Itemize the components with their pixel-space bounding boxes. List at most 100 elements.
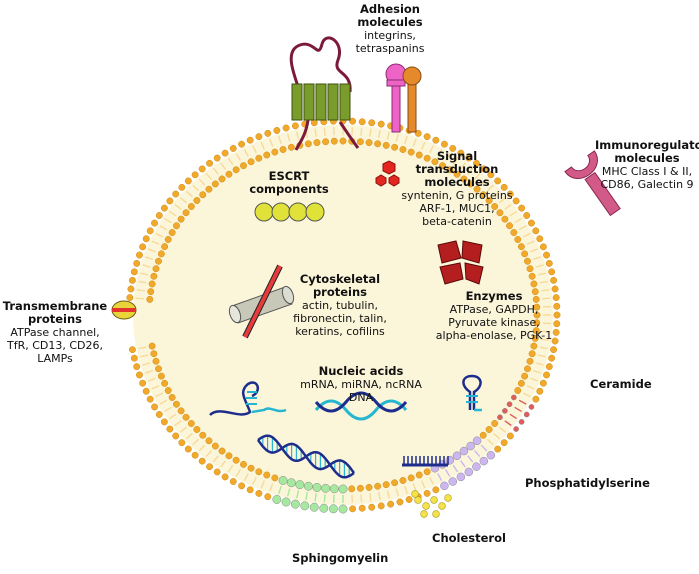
lipid-head-inner — [366, 484, 372, 490]
lipid-head-inner — [200, 192, 206, 198]
lipid-head-outer — [274, 127, 280, 133]
cytoskeletal-title: Cytoskeletal proteins — [295, 273, 385, 299]
enzymes-item: Pyruvate kinase, — [424, 316, 564, 329]
lipid-head-outer — [136, 372, 142, 378]
lipid-head-outer — [247, 487, 253, 493]
lipid-head-inner — [173, 401, 179, 407]
lipid-head-inner — [529, 273, 535, 279]
label-ceramide: Ceramide — [590, 377, 652, 391]
lipid-head-inner — [480, 432, 486, 438]
lipid-head-outer — [206, 160, 212, 166]
lipid-head-outer — [449, 478, 457, 486]
lipid-head-inner — [531, 343, 537, 349]
lipid-head-inner — [240, 461, 246, 467]
lipid-head-outer — [256, 490, 262, 496]
adhesion-item: tetraspanins — [320, 42, 460, 55]
lipid-head-outer — [222, 150, 228, 156]
immuno-title: Immunoregulatory molecules — [595, 139, 699, 165]
lipid-head-inner — [158, 373, 164, 379]
label-escrt-components: ESCRT components — [244, 170, 334, 196]
lipid-head-outer — [311, 120, 317, 126]
lipid-head-outer — [433, 487, 439, 493]
lipid-head-outer — [156, 411, 162, 417]
lipid-head-inner — [497, 415, 502, 420]
lipid-head-outer — [256, 133, 262, 139]
lipid-head-inner — [507, 402, 512, 407]
cholesterol-molecule — [412, 491, 419, 498]
lipid-head-inner — [330, 485, 338, 493]
lipid-head-inner — [165, 387, 171, 393]
lipid-head-inner — [518, 380, 524, 386]
adhesion-title: Adhesion molecules — [350, 3, 430, 29]
lipid-head-outer — [472, 463, 480, 471]
lipid-head-outer — [339, 505, 347, 513]
enzymes-item: alpha-enolase, PGK-1 — [424, 329, 564, 342]
lipid-head-outer — [546, 363, 552, 369]
lipid-head-inner — [531, 281, 537, 287]
lipid-head-outer — [156, 212, 162, 218]
lipid-head-inner — [212, 443, 218, 449]
lipid-head-outer — [167, 198, 173, 204]
lipid-head-outer — [127, 294, 133, 300]
lipid-head-inner — [374, 141, 380, 147]
lipid-head-inner — [521, 373, 527, 379]
cytoskeletal-item: fibronectin, talin, — [286, 312, 394, 325]
immuno-item: CD86, Galectin 9 — [595, 178, 699, 191]
lipid-head-inner — [173, 223, 179, 229]
tetraspanin-protein — [386, 64, 421, 132]
lipid-head-outer — [214, 155, 220, 161]
lipid-head-inner — [287, 479, 295, 487]
signal-item: beta-catenin — [382, 215, 532, 228]
lipid-head-outer — [139, 380, 145, 386]
lipid-head-inner — [304, 482, 312, 490]
label-cytoskeletal-proteins: Cytoskeletal proteins actin, tubulin, fi… — [286, 273, 394, 338]
lipid-head-inner — [460, 447, 468, 455]
lipid-head-outer — [129, 277, 135, 283]
lipid-head-inner — [280, 146, 286, 152]
lipid-head-outer — [548, 269, 554, 275]
lipid-head-inner — [424, 469, 430, 475]
lipid-head-inner — [527, 266, 533, 272]
lipid-head-outer — [199, 166, 205, 172]
lipid-head-inner — [272, 475, 278, 481]
lipid-head-outer — [185, 178, 191, 184]
lipid-head-inner — [491, 420, 497, 426]
lipid-head-outer — [131, 355, 137, 361]
lipid-head-outer — [550, 346, 556, 352]
lipid-head-outer — [507, 433, 513, 439]
lipid-head-inner — [153, 266, 159, 272]
lipid-head-inner — [233, 167, 239, 173]
lipid-head-inner — [400, 477, 406, 483]
lipid-head-outer — [161, 419, 167, 425]
lipid-head-outer — [206, 463, 212, 469]
lipid-head-inner — [314, 139, 320, 145]
lipid-head-inner — [313, 483, 321, 491]
lipid-head-inner — [524, 258, 530, 264]
lipid-head-inner — [206, 186, 212, 192]
label-phosphatidylserine: Phosphatidylserine — [525, 476, 650, 490]
lipid-head-inner — [349, 486, 355, 492]
lipid-head-inner — [502, 408, 507, 413]
lipid-head-outer — [537, 236, 543, 242]
lipid-head-outer — [134, 363, 140, 369]
lipid-head-inner — [149, 281, 155, 287]
lipid-head-inner — [264, 472, 270, 478]
enzymes-title: Enzymes — [424, 290, 564, 303]
lipid-head-inner — [288, 144, 294, 150]
lipid-head-outer — [424, 133, 430, 139]
escrt-title: ESCRT components — [244, 170, 334, 196]
lipid-head-outer — [378, 503, 384, 509]
lipid-head-inner — [183, 210, 189, 216]
lipid-head-outer — [441, 141, 447, 147]
lipid-head-outer — [424, 490, 430, 496]
lipid-head-outer — [161, 205, 167, 211]
lipid-head-inner — [339, 485, 347, 493]
label-immunoregulatory-molecules: Immunoregulatory molecules MHC Class I &… — [595, 139, 699, 191]
lipid-head-inner — [416, 472, 422, 478]
lipid-head-outer — [524, 412, 529, 417]
label-adhesion-molecules: Adhesion molecules integrins, tetraspani… — [320, 3, 460, 55]
lipid-head-inner — [366, 139, 372, 145]
lipid-head-outer — [265, 493, 271, 499]
lipid-tail — [361, 128, 362, 136]
lipid-head-outer — [533, 228, 539, 234]
